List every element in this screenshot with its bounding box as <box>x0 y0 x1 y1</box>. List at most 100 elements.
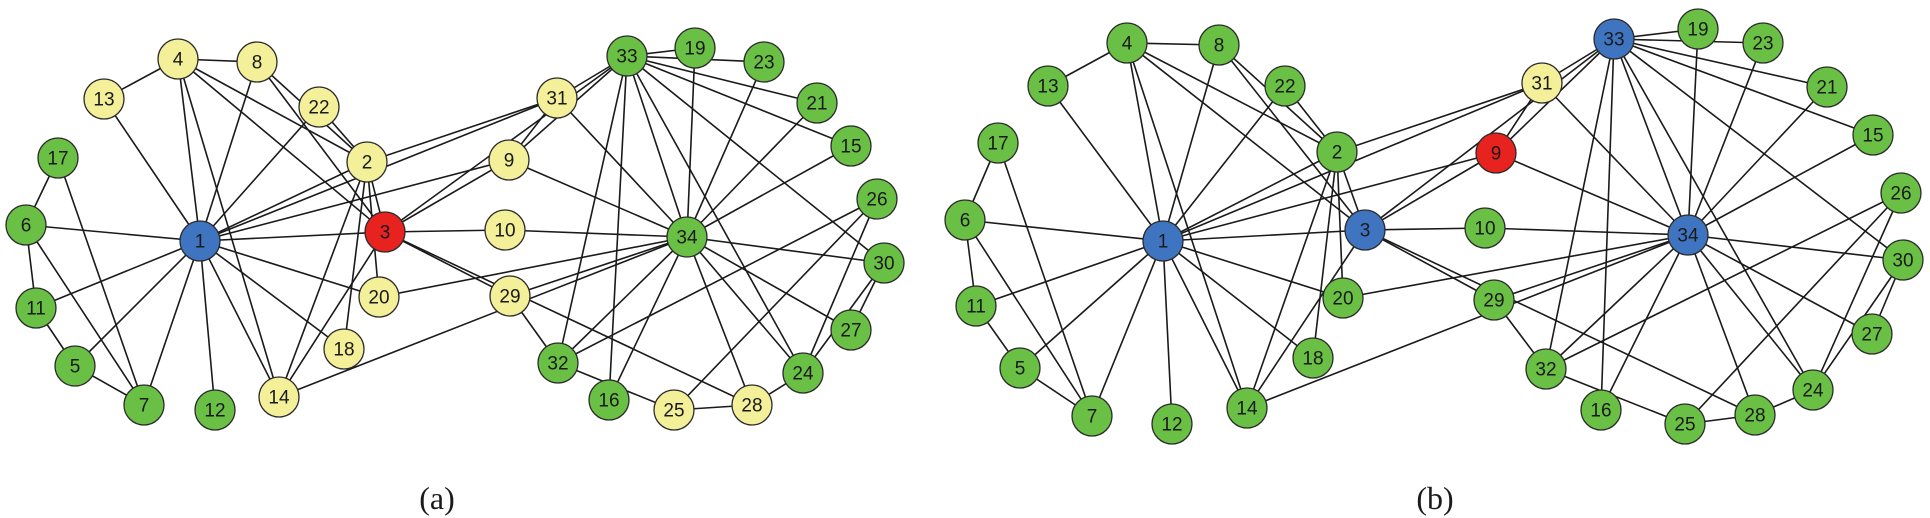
panel-b-node-11: 11 <box>955 285 997 327</box>
panel-a-node-11-label: 11 <box>26 299 46 320</box>
panel-b-node-24: 24 <box>1792 369 1834 411</box>
panel-b-edge-21-33 <box>1613 38 1828 88</box>
panel-a-node-16: 16 <box>588 379 630 421</box>
panel-b-edge-1-12 <box>1162 240 1173 425</box>
panel-b-node-26-circle <box>1880 172 1922 214</box>
panel-a-edge-1-8 <box>199 61 258 242</box>
panel-b-node-28-label: 28 <box>1744 406 1765 427</box>
panel-b-edge-1-3 <box>1162 229 1366 242</box>
panel-a-node-28-circle <box>731 384 773 426</box>
panel-b-node-27-circle <box>1851 313 1893 355</box>
panel-a-edge-24-26 <box>802 198 878 374</box>
panel-b-node-34: 34 <box>1667 214 1709 256</box>
panel-a-node-15: 15 <box>830 125 872 167</box>
panel-b-node-16-circle <box>1580 389 1622 431</box>
panel-a-node-25: 25 <box>653 389 695 431</box>
panel-b-node-21-circle <box>1806 66 1848 108</box>
panel-b-edge-1-7 <box>1091 240 1164 417</box>
panel-a-node-7-label: 7 <box>139 396 150 417</box>
panel-a-node-20: 20 <box>358 276 400 318</box>
panel-b-edge-1-11 <box>975 240 1164 307</box>
panel-a-node-18-circle <box>323 328 365 370</box>
panel-b-node-22-circle <box>1264 65 1306 107</box>
panel-b-node-31-label: 31 <box>1531 74 1552 95</box>
panel-a-edge-21-34 <box>686 102 818 238</box>
panel-a-edge-16-33 <box>608 55 628 401</box>
panel-a-node-13-circle <box>83 78 125 120</box>
panel-b-node-1-label: 1 <box>1158 232 1169 253</box>
panel-a-node-15-circle <box>830 125 872 167</box>
panel-a-node-27-label: 27 <box>840 321 861 342</box>
panel-a-node-24-label: 24 <box>792 364 814 385</box>
panel-b-edge-24-34 <box>1687 234 1814 391</box>
panel-b-node-1: 1 <box>1142 220 1184 262</box>
panel-a-node-9-circle <box>488 139 530 181</box>
panel-a-node-23-label: 23 <box>753 53 774 74</box>
panel-a-node-21-circle <box>796 82 838 124</box>
panel-b-edge-9-34 <box>1495 152 1689 236</box>
panel-b-node-15-circle <box>1852 114 1894 156</box>
panel-b-edge-2-31 <box>1336 82 1543 153</box>
panel-b-node-26-label: 26 <box>1890 184 1911 205</box>
panel-a-node-14-label: 14 <box>268 388 290 409</box>
panel-b-node-18: 18 <box>1292 337 1334 379</box>
panel-a-node-12-circle <box>194 389 236 431</box>
panel-a-node-19: 19 <box>674 27 716 69</box>
panel-a-node-31-circle <box>536 77 578 119</box>
panel-b-edge-3-8 <box>1218 44 1366 231</box>
panel-a-node-33-label: 33 <box>616 47 637 68</box>
panel-b-edge-30-33 <box>1613 38 1904 261</box>
panel-a-node-24: 24 <box>782 352 824 394</box>
panel-a-edge-6-7 <box>25 224 145 406</box>
panel-b-node-13-label: 13 <box>1037 77 1058 98</box>
panel-b-edge-1-5 <box>1019 240 1164 369</box>
panel-b-node-23-label: 23 <box>1752 34 1773 55</box>
panel-b-edge-24-26 <box>1812 192 1902 391</box>
panel-b-edge-4-14 <box>1126 42 1248 409</box>
panel-a-edge-1-22 <box>199 106 320 242</box>
panel-b-node-28: 28 <box>1734 394 1776 436</box>
panel-b-edge-15-34 <box>1687 134 1874 236</box>
panel-a-node-9: 9 <box>488 139 530 181</box>
panel-a-edge-3-4 <box>177 58 386 233</box>
panel-a-node-15-label: 15 <box>840 137 861 158</box>
panel-b-node-31: 31 <box>1521 62 1563 104</box>
panel-a-node-10-circle <box>484 209 526 251</box>
panel-a-node-25-circle <box>653 389 695 431</box>
panel-b-node-17-label: 17 <box>987 134 1008 155</box>
panel-a-node-34-label: 34 <box>676 228 698 249</box>
panel-b-node-3-circle <box>1344 209 1386 251</box>
panel-a-node-18: 18 <box>323 328 365 370</box>
panel-a-node-10: 10 <box>484 209 526 251</box>
panel-a-node-34-circle <box>666 216 708 258</box>
panel-a-edges <box>25 47 885 411</box>
panel-a-node-22: 22 <box>298 86 340 128</box>
panel-a-edge-33-34 <box>626 55 688 238</box>
panel-b-edge-21-34 <box>1687 86 1828 236</box>
panel-a-edge-31-34 <box>556 97 688 238</box>
panel-b-node-10-label: 10 <box>1474 219 1495 240</box>
panel-a-node-14: 14 <box>258 376 300 418</box>
panel-b-edge-30-34 <box>1687 234 1904 261</box>
panel-b: 1234567891011121314151617181920212223242… <box>944 8 1924 516</box>
panel-b-node-22-label: 22 <box>1274 77 1295 98</box>
panel-a-node-3: 3 <box>364 211 406 253</box>
panel-a-node-28: 28 <box>731 384 773 426</box>
panel-b-edge-23-34 <box>1687 42 1764 236</box>
panel-a-node-29-circle <box>489 275 531 317</box>
panel-a-node-19-label: 19 <box>684 39 705 60</box>
panel-b-edge-27-34 <box>1687 234 1873 335</box>
panel-a-caption: (a) <box>419 480 455 516</box>
panel-b-node-16-label: 16 <box>1590 401 1611 422</box>
panel-b-node-30: 30 <box>1882 239 1924 281</box>
panel-a-node-27-circle <box>830 309 872 351</box>
panel-a-node-6-circle <box>5 204 47 246</box>
panel-a-edge-7-17 <box>57 157 145 406</box>
panel-b-node-27: 27 <box>1851 313 1893 355</box>
panel-b-edge-28-34 <box>1687 234 1756 416</box>
panel-a-node-2: 2 <box>346 141 388 183</box>
panel-b-edge-1-4 <box>1126 42 1164 242</box>
panel-a-edge-30-34 <box>686 236 885 264</box>
panel-a-edge-10-34 <box>504 229 688 238</box>
